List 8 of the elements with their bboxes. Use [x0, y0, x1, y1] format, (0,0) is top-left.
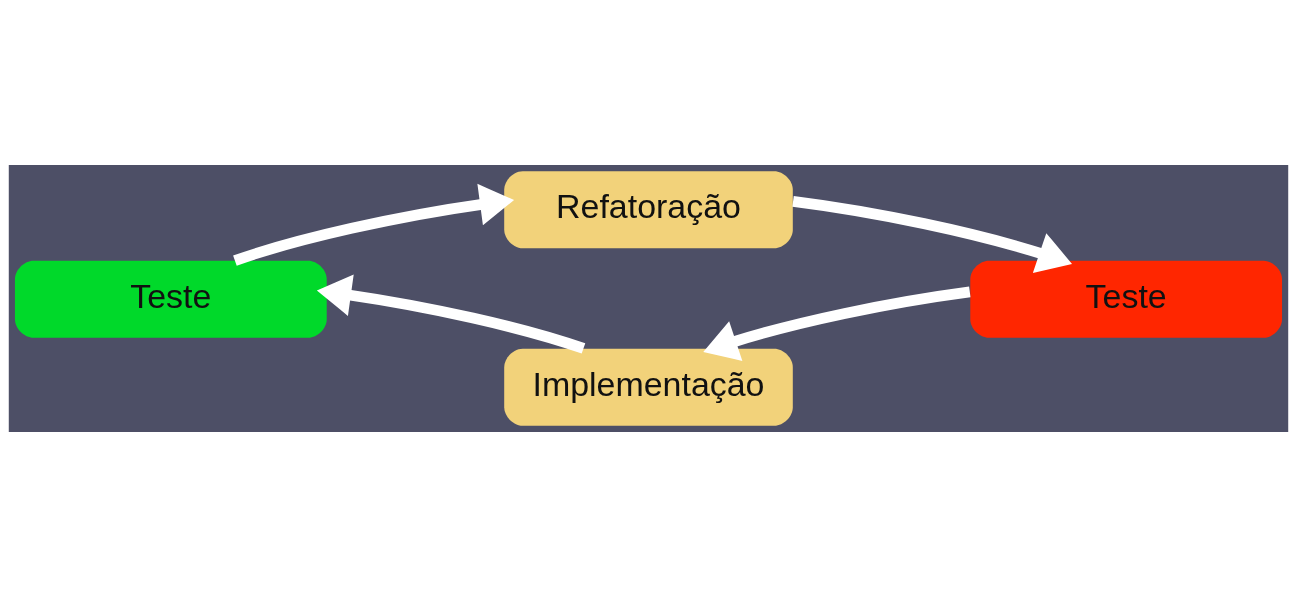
node-box: Teste	[14, 260, 327, 338]
arrow	[316, 274, 586, 354]
arrow	[792, 196, 1073, 273]
arrow	[233, 183, 515, 266]
arrow	[703, 286, 971, 361]
node-box: Implementação	[504, 348, 793, 426]
node-box: Teste	[970, 260, 1283, 338]
node-box: Refatoração	[504, 171, 793, 249]
